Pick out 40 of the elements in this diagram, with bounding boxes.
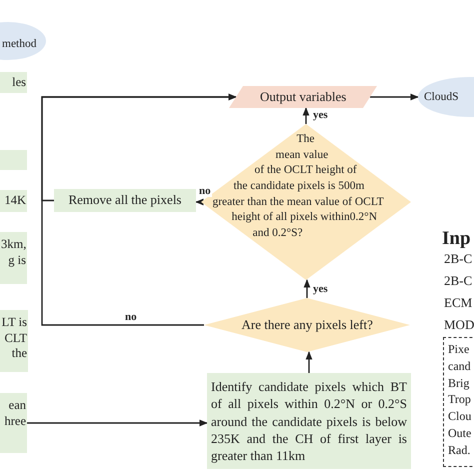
output-parallelogram — [229, 86, 377, 108]
decision-diamond — [201, 124, 411, 280]
list-text: cand — [448, 358, 472, 375]
decision-diamond — [204, 298, 410, 352]
label-text: MOD — [444, 317, 474, 333]
process-box: 3km, g is — [0, 232, 27, 284]
label-text: ECM — [444, 295, 472, 311]
arrow — [302, 107, 310, 124]
list-text: Trop — [448, 391, 472, 408]
decision-text: Are there any pixels left? — [242, 317, 373, 334]
arrow — [41, 94, 237, 202]
terminal-text: CloudS — [424, 90, 459, 104]
edge-label: yes — [312, 110, 329, 121]
process-box: les — [0, 72, 27, 93]
decision-text: The mean value of the OCLT height of the candidate pixels is 500m greater than the mean value of OCLT height of all pixels within0.2°N and 0.2°S? — [212, 132, 384, 239]
process-box: ean hree — [0, 393, 27, 453]
process-box: LT is CLT the — [0, 310, 28, 372]
label-text: 2B-C — [444, 251, 472, 267]
dashed-box — [443, 337, 474, 467]
list-text: Oute — [448, 424, 472, 442]
label-text: 2B-C — [444, 273, 472, 289]
arrow — [304, 279, 310, 298]
output-text: Output variables — [260, 89, 346, 106]
edge-label: no — [124, 312, 138, 323]
list-text: Brig — [448, 374, 470, 392]
edge-label: no — [198, 186, 212, 197]
edge-label: yes — [312, 284, 329, 295]
arrow — [27, 420, 208, 426]
arrow — [195, 198, 204, 206]
process-box: Remove all the pixels — [54, 189, 196, 212]
heading-text: Inp — [442, 228, 471, 250]
process-box — [0, 150, 27, 170]
arrow — [370, 94, 419, 100]
list-text: Pixe — [448, 341, 470, 358]
list-text: Rad. — [448, 442, 472, 459]
process-box: Identify candidate pixels which BT of all pixels within 0.2°N or 0.2°S around the candidate pixels is below 235K and the CH of first layer is greater than 11km — [207, 373, 411, 469]
list-text: Clou — [448, 408, 472, 425]
process-box: 14K — [0, 190, 27, 212]
arrow — [306, 351, 312, 373]
terminal-text: method — [2, 37, 36, 52]
